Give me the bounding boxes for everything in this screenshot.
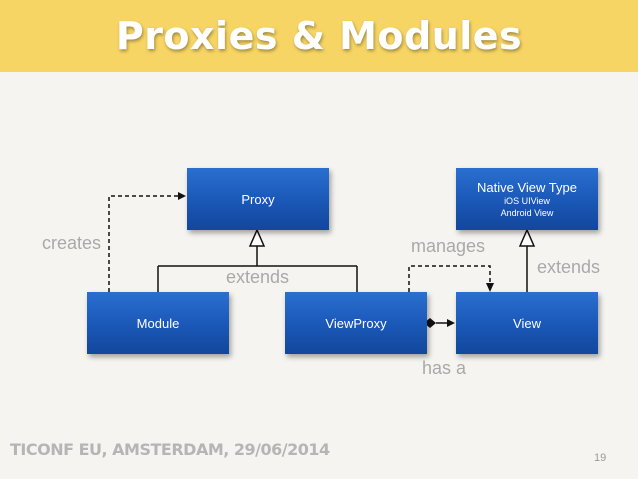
proxy-box: Proxy: [187, 168, 329, 230]
view-label: View: [513, 315, 541, 331]
has-a-diamond: [424, 318, 436, 328]
page-number: 19: [594, 452, 607, 464]
viewproxy-label: ViewProxy: [325, 315, 387, 331]
creates-connector: [108, 195, 180, 292]
creates-label: creates: [42, 233, 102, 253]
manages-connector: [408, 265, 491, 292]
native-view-type-label: Native View Type: [477, 179, 577, 195]
slide-title: Proxies & Modules: [115, 14, 523, 58]
viewproxy-box: ViewProxy: [285, 292, 427, 354]
module-box: Module: [87, 292, 229, 354]
module-label: Module: [136, 315, 180, 331]
slide-header: Proxies & Modules: [0, 0, 638, 72]
has-a-arrowhead: [447, 319, 455, 327]
creates-arrowhead: [178, 192, 186, 200]
native-view-type-box: Native View Type iOS UIView Android View: [456, 168, 598, 230]
ios-uiview-label: iOS UIView: [504, 195, 550, 206]
footer-event-text: TICONF EU, AMSTERDAM, 29/06/2014: [10, 440, 330, 459]
extends-arrowhead-proxy: [248, 228, 266, 247]
manages-label: manages: [411, 236, 486, 256]
has-a-label: has a: [422, 358, 467, 378]
view-box: View: [456, 292, 598, 354]
manages-arrowhead: [486, 283, 494, 292]
proxy-label: Proxy: [241, 191, 275, 207]
extends-label-left: extends: [226, 267, 290, 287]
extends-label-right: extends: [537, 257, 601, 277]
extends-arrowhead-native: [518, 228, 536, 247]
android-view-label: Android View: [500, 207, 554, 218]
